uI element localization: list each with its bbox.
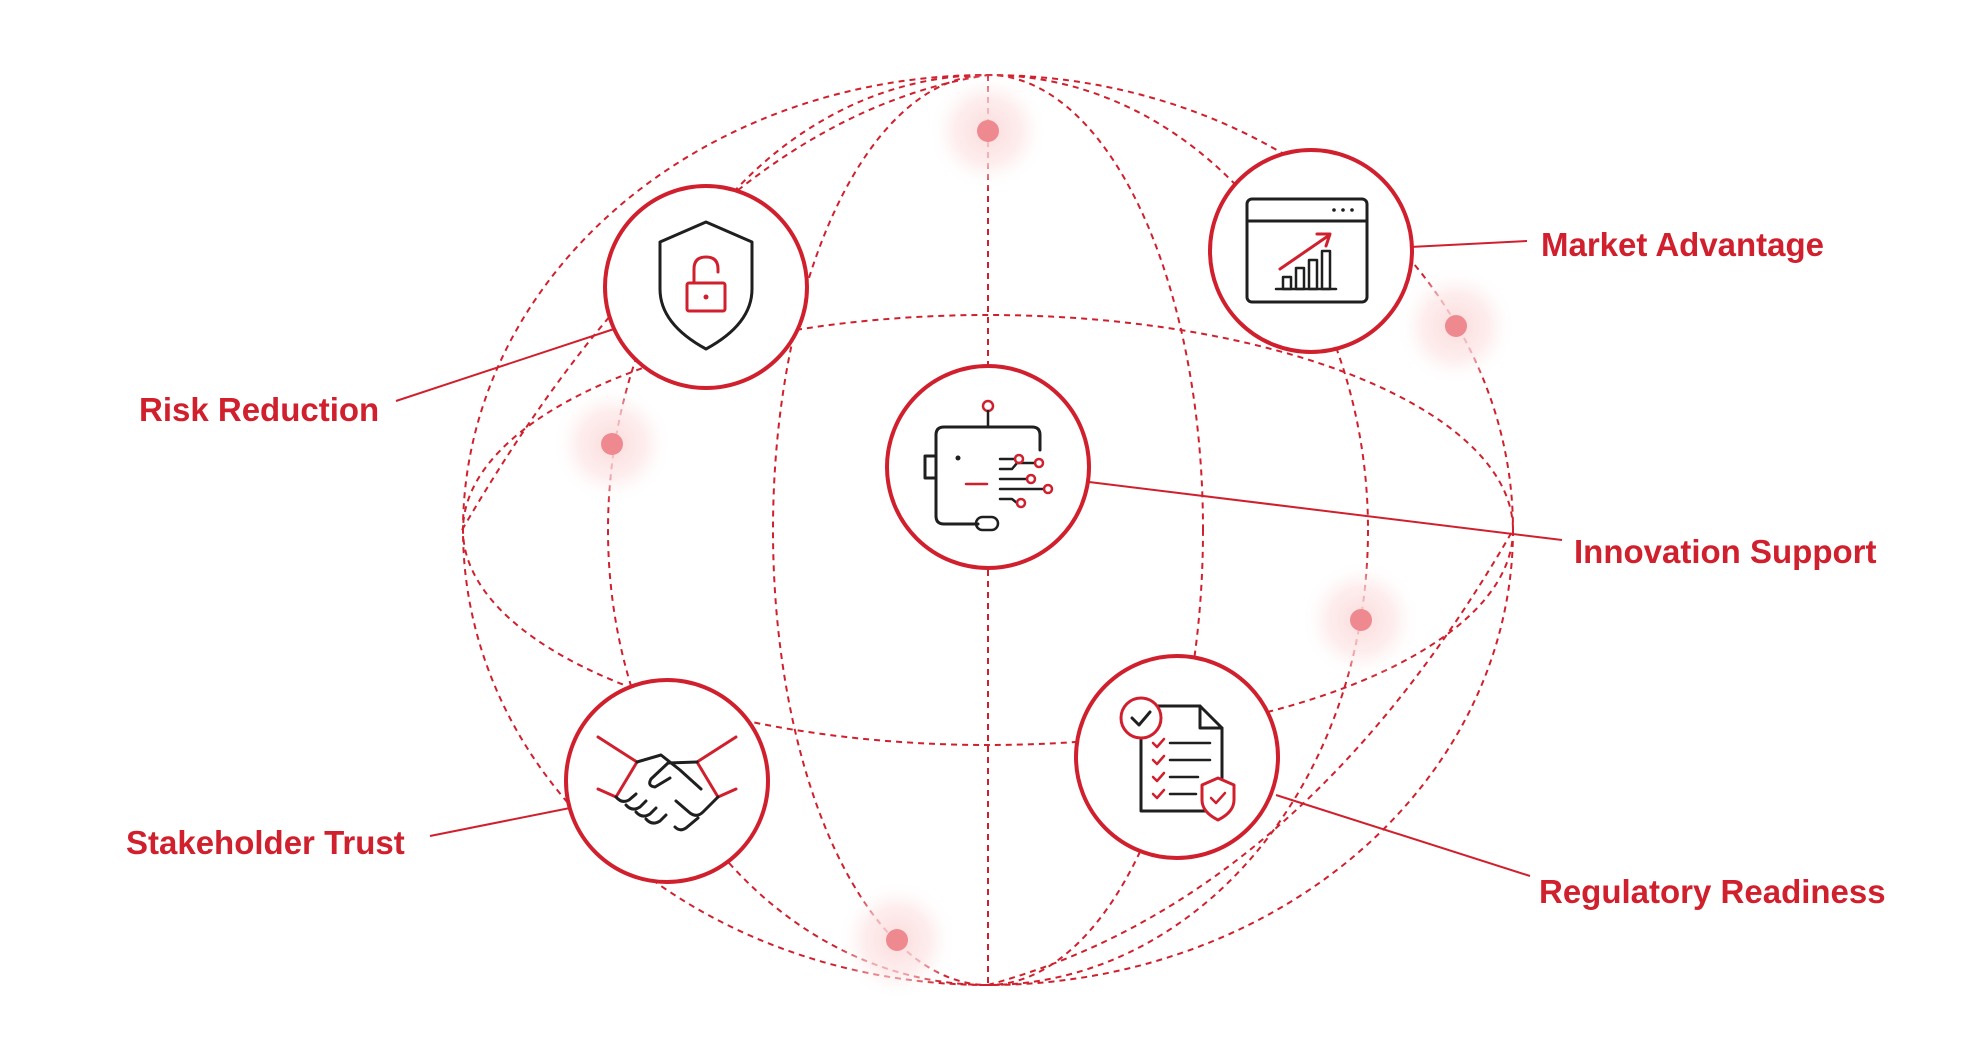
shield-unlocked-padlock-icon bbox=[658, 220, 754, 351]
connector-stakeholder bbox=[429, 807, 571, 837]
node-risk-reduction bbox=[603, 184, 809, 390]
node-regulatory-readiness bbox=[1074, 654, 1280, 860]
label-innovation-support: Innovation Support bbox=[1574, 533, 1877, 570]
label-regulatory-readiness: Regulatory Readiness bbox=[1539, 873, 1886, 910]
connector-lines bbox=[395, 240, 1563, 877]
checklist-document-shield-icon bbox=[1119, 696, 1236, 822]
robot-head-circuit-icon bbox=[923, 399, 1054, 532]
dot-left bbox=[601, 433, 623, 455]
connector-risk bbox=[395, 328, 615, 402]
connector-innovation bbox=[1088, 481, 1563, 541]
node-stakeholder-trust bbox=[564, 678, 770, 884]
node-innovation-support bbox=[885, 364, 1091, 570]
globe-dots bbox=[552, 71, 1516, 1000]
handshake-icon bbox=[596, 735, 738, 832]
label-stakeholder-trust: Stakeholder Trust bbox=[126, 824, 405, 861]
connector-market bbox=[1409, 240, 1528, 248]
browser-growth-chart-icon bbox=[1245, 197, 1369, 304]
dot-right-lower bbox=[1350, 609, 1372, 631]
connector-regulatory bbox=[1275, 794, 1531, 877]
node-market-advantage bbox=[1208, 148, 1414, 354]
dot-top bbox=[977, 120, 999, 142]
globe-diagonal-arc-2 bbox=[987, 529, 1514, 986]
dot-bottom bbox=[886, 929, 908, 951]
label-risk-reduction: Risk Reduction bbox=[139, 391, 380, 428]
dot-right-upper bbox=[1445, 315, 1467, 337]
label-market-advantage: Market Advantage bbox=[1541, 226, 1825, 263]
